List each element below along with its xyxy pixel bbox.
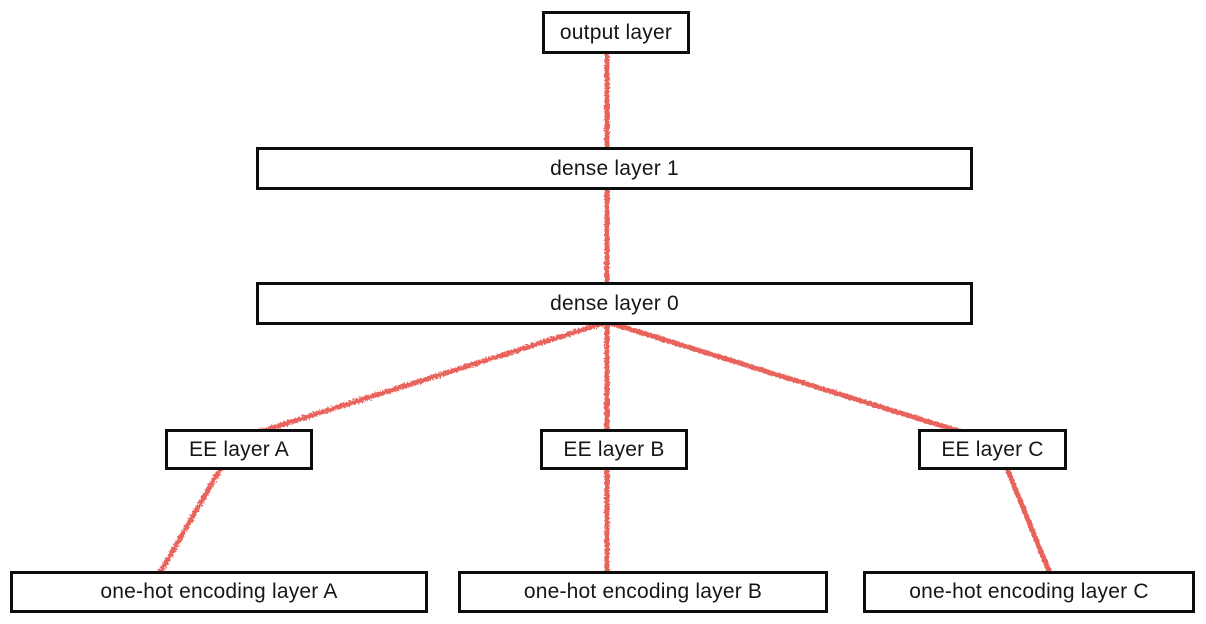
edge-dense0-eeA	[250, 319, 610, 437]
node-output-layer: output layer	[542, 11, 690, 54]
node-label: dense layer 1	[550, 156, 679, 180]
edge-eeC-onehotC	[1003, 463, 1054, 579]
node-label: EE layer B	[563, 437, 665, 461]
node-dense-layer-1: dense layer 1	[256, 147, 973, 190]
node-label: one-hot encoding layer B	[523, 580, 763, 603]
node-one-hot-encoding-layer-c: one-hot encoding layer C	[863, 571, 1195, 613]
node-label: output layer	[559, 20, 673, 44]
node-one-hot-encoding-layer-a: one-hot encoding layer A	[10, 571, 428, 613]
edge-eeA-onehotA	[155, 463, 225, 579]
node-label: one-hot encoding layer A	[100, 580, 338, 603]
node-label: EE layer C	[941, 437, 1044, 461]
node-one-hot-encoding-layer-b: one-hot encoding layer B	[458, 571, 828, 613]
node-label: EE layer A	[188, 437, 290, 461]
node-ee-layer-a: EE layer A	[165, 429, 313, 470]
node-ee-layer-c: EE layer C	[918, 429, 1067, 470]
node-dense-layer-0: dense layer 0	[256, 282, 973, 325]
node-ee-layer-b: EE layer B	[540, 429, 688, 470]
edge-dense0-eeC	[604, 319, 971, 437]
node-label: one-hot encoding layer C	[909, 580, 1149, 603]
node-label: dense layer 0	[550, 291, 679, 315]
